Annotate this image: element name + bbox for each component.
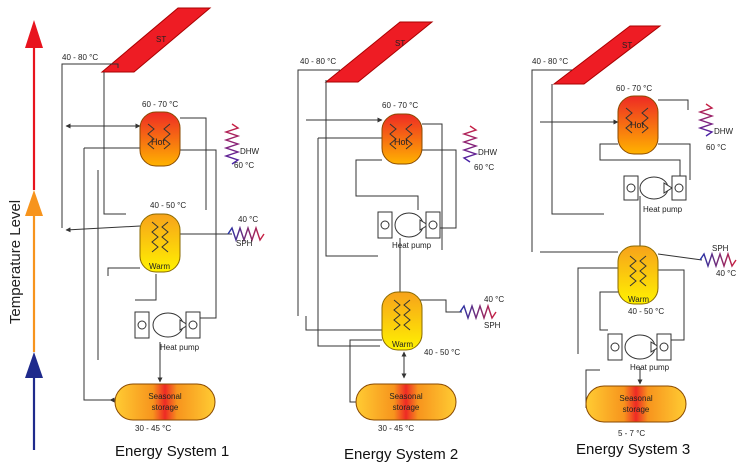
hot-label-3: Hot	[630, 120, 645, 130]
dhw-coil-2	[461, 125, 479, 163]
solar-collector-2	[324, 21, 434, 83]
sph-label-3: SPH	[712, 244, 729, 253]
dhw-label-1: DHW	[240, 147, 260, 156]
arrow-low-icon	[25, 352, 43, 378]
heat-pump-label-3b: Heat pump	[630, 363, 670, 372]
sph-coil-1	[227, 225, 265, 243]
dhw-coil-3	[697, 103, 715, 137]
warm-temp-3: 40 - 50 °C	[628, 307, 664, 316]
warm-tank-1	[139, 213, 181, 273]
sph-temp-1: 40 °C	[238, 215, 258, 224]
dhw-temp-2: 60 °C	[474, 163, 494, 172]
warm-temp-1: 40 - 50 °C	[150, 201, 186, 210]
sph-temp-3: 40 °C	[716, 269, 736, 278]
st-temp-1: 40 - 80 °C	[62, 53, 98, 62]
hot-label-2: Hot	[394, 137, 409, 147]
solar-collector-1	[100, 7, 212, 73]
warm-tank-2	[381, 291, 423, 351]
sph-label-2: SPH	[484, 321, 501, 330]
heat-pump-label-1: Heat pump	[160, 343, 200, 352]
storage-temp-3: 5 - 7 °C	[618, 429, 645, 438]
system-title-3: Energy System 3	[576, 441, 690, 458]
temperature-axis: Temperature Level	[7, 20, 43, 450]
hot-temp-3: 60 - 70 °C	[616, 84, 652, 93]
hot-temp-1: 60 - 70 °C	[142, 100, 178, 109]
storage-line2-3: storage	[623, 405, 650, 414]
heat-pump-label-2: Heat pump	[392, 241, 432, 250]
st-temp-2: 40 - 80 °C	[300, 57, 336, 66]
warm-label-2: Warm	[392, 340, 413, 349]
sph-coil-3	[699, 251, 737, 269]
energy-system-2: ST 40 - 80 °C Hot 60 - 70 °C DHW 60 °C H…	[297, 21, 504, 463]
seasonal-storage-2	[355, 383, 457, 421]
hot-temp-2: 60 - 70 °C	[382, 101, 418, 110]
dhw-temp-1: 60 °C	[234, 161, 254, 170]
arrow-high-icon	[25, 20, 43, 48]
sph-temp-2: 40 °C	[484, 295, 504, 304]
energy-system-1: ST 40 - 80 °C Hot 60 - 70 °C DHW 60 °C W…	[61, 7, 265, 460]
dhw-coil-1	[223, 123, 241, 165]
warm-tank-3	[617, 245, 659, 305]
axis-label: Temperature Level	[7, 200, 24, 324]
system-title-1: Energy System 1	[115, 443, 229, 460]
storage-temp-2: 30 - 45 °C	[378, 424, 414, 433]
solar-collector-3	[552, 25, 662, 85]
system-title-2: Energy System 2	[344, 446, 458, 463]
storage-line1-3: Seasonal	[619, 394, 653, 403]
storage-line1-2: Seasonal	[389, 392, 423, 401]
hot-tank-3	[617, 95, 659, 155]
storage-temp-1: 30 - 45 °C	[135, 424, 171, 433]
dhw-label-3: DHW	[714, 127, 734, 136]
collector-label-1: ST	[156, 35, 166, 44]
collector-label-2: ST	[395, 39, 405, 48]
collector-label-3: ST	[622, 41, 632, 50]
storage-line1-1: Seasonal	[148, 392, 182, 401]
dhw-temp-3: 60 °C	[706, 143, 726, 152]
seasonal-storage-3	[585, 385, 687, 423]
sph-label-1: SPH	[236, 239, 253, 248]
st-temp-3: 40 - 80 °C	[532, 57, 568, 66]
warm-label-3: Warm	[628, 295, 649, 304]
heat-pump-label-3a: Heat pump	[643, 205, 683, 214]
storage-line2-1: storage	[152, 403, 179, 412]
warm-label-1: Warm	[149, 262, 170, 271]
storage-line2-2: storage	[393, 403, 420, 412]
arrow-mid-icon	[25, 190, 43, 216]
sph-coil-2	[459, 303, 497, 321]
warm-temp-2: 40 - 50 °C	[424, 348, 460, 357]
energy-system-3: ST 40 - 80 °C Hot 60 - 70 °C DHW 60 °C H…	[531, 25, 737, 458]
hot-label-1: Hot	[151, 137, 166, 147]
hot-tank-2	[381, 113, 423, 165]
seasonal-storage-1	[114, 383, 216, 421]
dhw-label-2: DHW	[478, 148, 498, 157]
